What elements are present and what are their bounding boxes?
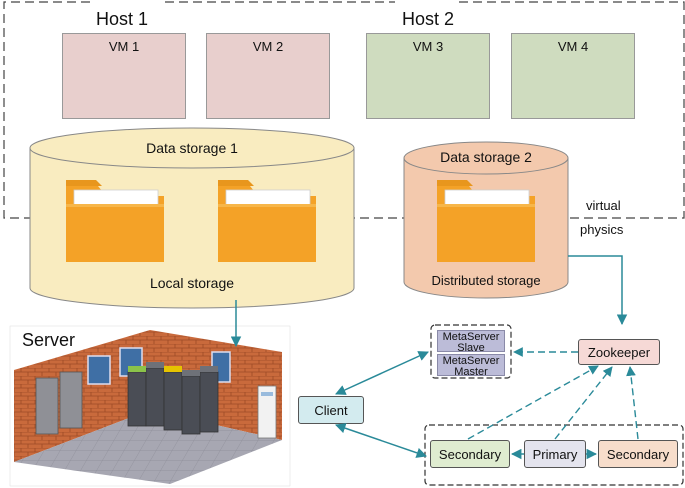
metaserver-master-line2: Master [454,366,488,378]
distributed-storage-title: Data storage 2 [440,149,532,165]
physics-layer-label: physics [580,222,624,237]
primary-node: Primary [524,440,586,468]
vm-2-box: VM 2 [206,33,330,119]
vm-3-label: VM 3 [412,39,444,54]
vm-2-label: VM 2 [252,39,284,54]
host-2-title: Host 2 [402,9,455,29]
local-storage-cylinder [29,127,355,309]
metaserver-slave: MetaServer Slave [437,330,505,354]
vm-1-box: VM 1 [62,33,186,119]
arrow-secondary-right-zookeeper [626,366,639,440]
vm-3-box: VM 3 [366,33,490,119]
server-title: Server [22,330,76,350]
local-storage-title: Data storage 1 [146,140,238,156]
metaserver-slave-line1: MetaServer [442,331,500,343]
secondary-right-node: Secondary [598,440,678,468]
metaserver-master-line1: MetaServer [442,355,500,367]
local-storage-caption: Local storage [149,275,235,291]
virtual-layer-label: virtual [586,198,621,213]
client-node: Client [298,396,364,424]
arrow-primary-zookeeper [554,366,613,440]
vm-4-box: VM 4 [511,33,635,119]
vm-4-label: VM 4 [557,39,589,54]
vm-1-label: VM 1 [108,39,140,54]
arrow-client-secondary [335,423,427,458]
arrow-distributed-to-zookeeper [568,255,628,326]
zookeeper-node: Zookeeper [578,339,660,365]
metaserver-slave-line2: Slave [457,342,485,354]
arrow-client-metaserver [335,351,429,395]
secondary-left-node: Secondary [430,440,510,468]
metaserver-master: MetaServer Master [437,354,505,378]
arrow-secondary-left-zookeeper [467,365,599,440]
host-1-title: Host 1 [96,9,149,29]
distributed-storage-caption: Distributed storage [431,273,541,288]
